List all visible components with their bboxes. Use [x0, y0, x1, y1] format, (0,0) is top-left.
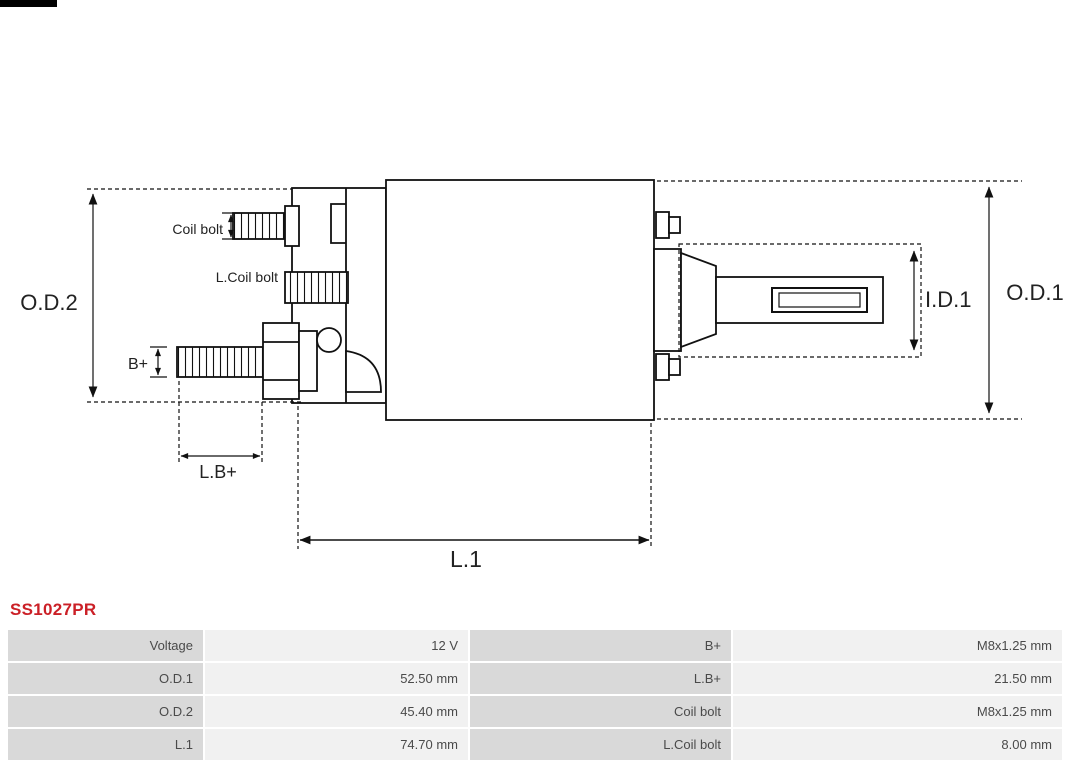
plunger-taper — [680, 251, 717, 349]
spec-label-cell: L.1 — [8, 729, 203, 760]
od1-label: O.D.1 — [1006, 280, 1063, 305]
mounting-tab-top — [655, 211, 670, 239]
id1-extent-box — [678, 243, 922, 358]
plunger-slot-inner — [778, 292, 861, 308]
spec-label-cell: L.B+ — [470, 663, 731, 694]
solenoid-drawing: O.D.2 O.D.1 I.D.1 L.1 L.B+ B+ Coil bolt … — [20, 179, 1064, 572]
part-number: SS1027PR — [10, 600, 97, 619]
technical-drawing: O.D.2 O.D.1 I.D.1 L.1 L.B+ B+ Coil bolt … — [20, 179, 1064, 572]
spec-label-cell: L.Coil bolt — [470, 729, 731, 760]
coil-bolt-label: Coil bolt — [172, 221, 223, 237]
od2-label: O.D.2 — [20, 290, 77, 315]
flange-ear — [345, 349, 382, 393]
spec-value-cell: 8.00 mm — [733, 729, 1062, 760]
spec-value-cell: M8x1.25 mm — [733, 630, 1062, 661]
spec-label-cell: O.D.1 — [8, 663, 203, 694]
mounting-tab-top-tip — [668, 216, 681, 234]
solenoid-body — [385, 179, 655, 421]
b-plus-label: B+ — [128, 356, 148, 373]
spec-label-cell: B+ — [470, 630, 731, 661]
spec-value-cell: 45.40 mm — [205, 696, 468, 727]
coil-bolt-bushing — [284, 271, 349, 304]
mounting-tab-bottom-tip — [668, 358, 681, 376]
spec-value-cell: 74.70 mm — [205, 729, 468, 760]
spec-table: Voltage 12 V B+ M8x1.25 mm O.D.1 52.50 m… — [8, 630, 1062, 760]
l-coil-bolt-label: L.Coil bolt — [216, 269, 278, 285]
spec-value-cell: 12 V — [205, 630, 468, 661]
solenoid-outline — [176, 179, 884, 421]
spec-label-cell: Voltage — [8, 630, 203, 661]
dimension-labels: O.D.2 O.D.1 I.D.1 L.1 L.B+ B+ Coil bolt … — [20, 221, 1063, 572]
plunger-flange — [653, 248, 682, 352]
mounting-tab-bottom — [655, 353, 670, 381]
terminal-boss — [316, 327, 342, 353]
flange-notch — [330, 203, 346, 244]
spec-value-cell: 52.50 mm — [205, 663, 468, 694]
id1-label: I.D.1 — [925, 287, 971, 312]
terminal-washer — [298, 330, 318, 392]
logo-strip — [0, 0, 57, 7]
l1-label: L.1 — [450, 546, 482, 572]
b-plus-terminal-stud — [176, 346, 264, 378]
spec-value-cell: 21.50 mm — [733, 663, 1062, 694]
spec-label-cell: O.D.2 — [8, 696, 203, 727]
coil-bolt-stud — [232, 212, 286, 240]
hex-nut — [262, 322, 300, 400]
spec-label-cell: Coil bolt — [470, 696, 731, 727]
lb-plus-label: L.B+ — [199, 462, 237, 482]
dimension-lines — [87, 180, 1022, 549]
coil-bolt-collar — [284, 205, 300, 247]
spec-value-cell: M8x1.25 mm — [733, 696, 1062, 727]
